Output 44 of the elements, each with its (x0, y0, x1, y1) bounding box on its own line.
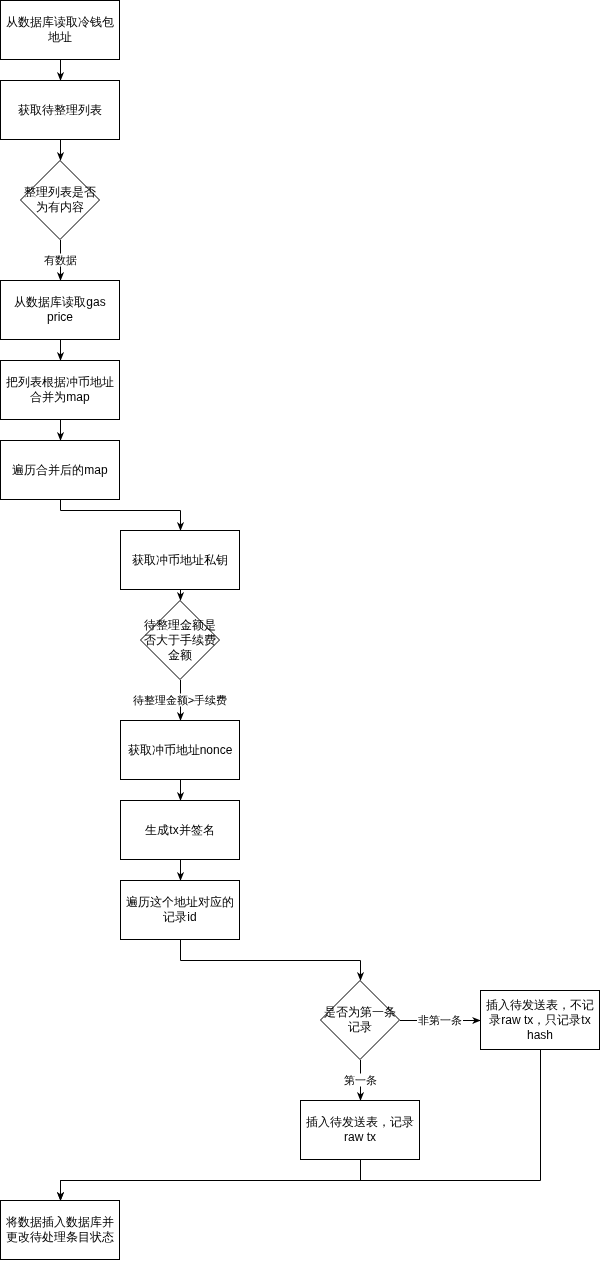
step-text: 将数据插入数据库并更改待处理条目状态 (5, 1215, 115, 1245)
step-text: 插入待发送表，不记录raw tx，只记录tx hash (485, 997, 595, 1043)
edge-label: 待整理金额>手续费 (131, 693, 229, 707)
process-box (120, 800, 240, 860)
process-box (0, 0, 120, 60)
process-box (0, 280, 120, 340)
arrow (56, 1159, 361, 1201)
step-text: 把列表根据冲币地址合并为map (5, 375, 115, 405)
edge-label: 非第一条 (417, 1013, 463, 1027)
arrow (56, 339, 65, 361)
arrow (56, 139, 65, 161)
decision-text: 是否为第一条记录 (323, 1005, 397, 1035)
step-text: 获取冲币地址nonce (127, 742, 233, 758)
step-text: 获取冲币地址私钥 (132, 552, 228, 568)
process-box (120, 530, 240, 590)
process-box (0, 440, 120, 500)
process-box (480, 990, 600, 1050)
step-text: 遍历这个地址对应的记录id (125, 895, 235, 925)
step-text: 插入待发送表，记录raw tx (305, 1115, 415, 1145)
decision-diamond (320, 980, 400, 1060)
arrow (56, 419, 65, 441)
step-text: 生成tx并签名 (145, 822, 215, 838)
arrow (180, 939, 365, 981)
decision-diamond (140, 600, 220, 680)
step-text: 获取待整理列表 (18, 102, 102, 118)
process-box (300, 1100, 420, 1160)
step-text: 从数据库读取gas price (13, 295, 107, 325)
arrow (176, 859, 185, 881)
decision-text: 整理列表是否为有内容 (23, 185, 97, 215)
arrow (56, 59, 65, 81)
arrow (60, 499, 185, 531)
process-box (0, 1200, 120, 1260)
step-text: 从数据库读取冷钱包地址 (5, 15, 115, 45)
process-box (0, 80, 120, 140)
process-box (120, 880, 240, 940)
arrow (176, 779, 185, 801)
decision-diamond (20, 160, 100, 240)
edge-label: 有数据 (42, 253, 78, 267)
process-box (0, 360, 120, 420)
arrow (176, 589, 185, 601)
decision-text: 待整理金额是否大于手续费金额 (143, 617, 217, 663)
process-box (120, 720, 240, 780)
step-text: 遍历合并后的map (12, 462, 108, 478)
edge-label: 第一条 (342, 1073, 378, 1087)
